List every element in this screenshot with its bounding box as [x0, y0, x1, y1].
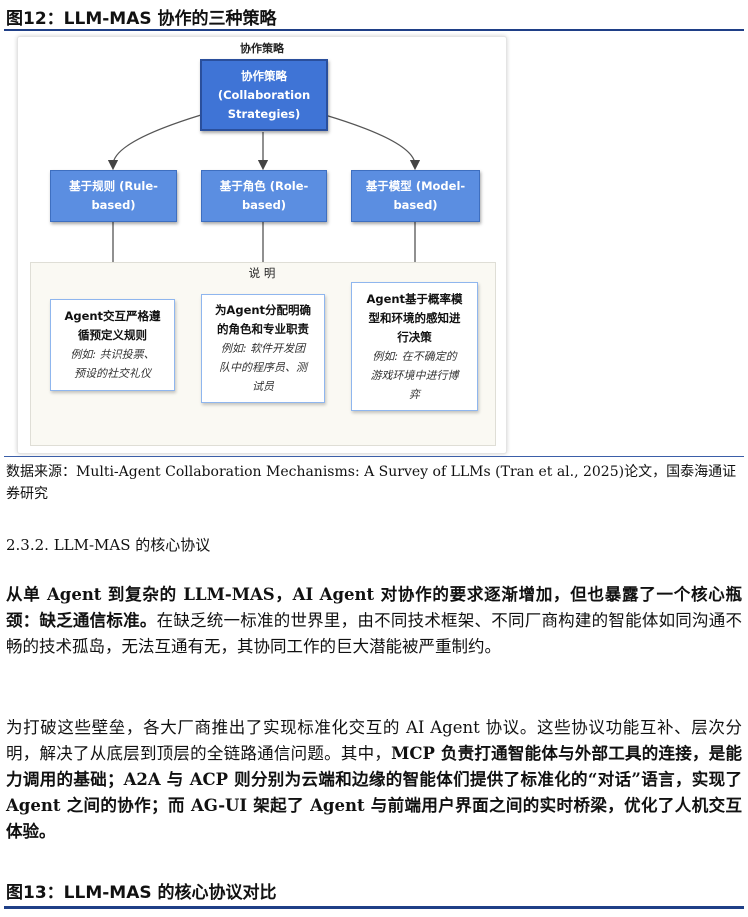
figure-12-bottom-rule: [4, 456, 744, 457]
explanation-label: 说 明: [248, 266, 276, 280]
node-model-line-2: based): [393, 198, 438, 212]
root-line-2: (Collaboration: [217, 87, 311, 102]
connector-root-to-rule: [107, 114, 202, 171]
node-rule-line-2: based): [91, 198, 136, 212]
diagram-connectors: [107, 114, 421, 299]
card-role-title-2: 的角色和专业职责: [217, 322, 309, 336]
card-role-based: 为Agent分配明确 的角色和专业职责 例如: 软件开发团 队中的程序员、测 试…: [201, 294, 325, 403]
card-role-example-2: 队中的程序员、测: [219, 361, 307, 374]
node-role-based: 基于角色 (Role- based): [201, 170, 327, 222]
card-rule-title-2: 循预定义规则: [78, 328, 147, 342]
paragraph-1-bold: 从单 Agent 到复杂的 LLM-MAS，AI Agent 对协作的要求逐渐增…: [6, 585, 742, 630]
figure-13-rule: [4, 906, 744, 909]
card-model-title-2: 型和环境的感知进: [368, 310, 461, 325]
diagram-header: 协作策略: [240, 42, 284, 55]
root-node-collaboration-strategies: 协作策略 (Collaboration Strategies): [200, 59, 328, 131]
paragraph-1: 从单 Agent 到复杂的 LLM-MAS，AI Agent 对协作的要求逐渐增…: [6, 582, 742, 660]
node-rule-line-1: 基于规则 (Rule-: [69, 179, 158, 193]
card-model-title-1: Agent基于概率模: [366, 291, 463, 306]
card-model-example-3: 弈: [409, 387, 420, 401]
card-model-example-2: 游戏环境中进行博: [370, 368, 459, 382]
card-rule-based: Agent交互严格遵 循预定义规则 例如: 共识投票、 预设的社交礼仪: [50, 299, 175, 391]
root-line-3: Strategies): [227, 106, 301, 121]
figure-12-title: 图12：LLM-MAS 协作的三种策略: [6, 9, 277, 29]
card-role-example-1: 例如: 软件开发团: [220, 342, 306, 355]
paragraph-2-text: 为打破这些壁垒，各大厂商推出了实现标准化交互的 AI Agent 协议。这些协议…: [6, 718, 742, 763]
card-rule-title-1: Agent交互严格遵: [64, 309, 161, 323]
card-role-title-1: 为Agent分配明确: [214, 303, 312, 317]
node-role-line-1: 基于角色 (Role-: [219, 179, 309, 193]
card-rule-example-2: 预设的社交礼仪: [74, 367, 151, 380]
card-role-example-3: 试员: [252, 380, 274, 393]
connector-root-to-model: [324, 114, 421, 171]
node-rule-based: 基于规则 (Rule- based): [50, 170, 177, 222]
card-model-title-3: 行决策: [397, 329, 432, 344]
root-line-1: 协作策略: [241, 68, 287, 83]
card-model-based: Agent基于概率模 型和环境的感知进 行决策 例如: 在不确定的 游戏环境中进…: [351, 282, 478, 411]
card-model-example-1: 例如: 在不确定的: [372, 349, 457, 363]
card-rule-example-1: 例如: 共识投票、: [70, 348, 155, 361]
figure-12-source: 数据来源：Multi-Agent Collaboration Mechanism…: [6, 464, 737, 502]
node-model-based: 基于模型 (Model- based): [351, 170, 480, 222]
figure-12-rule: [4, 29, 744, 31]
collaboration-strategies-diagram: 协作策略 协作策略 (Collaboration Strategies) 基于规…: [17, 36, 507, 454]
figure-13-title: 图13：LLM-MAS 的核心协议对比: [6, 883, 277, 903]
section-heading: 2.3.2. LLM-MAS 的核心协议: [6, 536, 211, 554]
paragraph-2-bold: MCP 负责打通智能体与外部工具的连接，是能力调用的基础；A2A 与 ACP 则…: [6, 744, 742, 841]
paragraph-2: 为打破这些壁垒，各大厂商推出了实现标准化交互的 AI Agent 协议。这些协议…: [6, 715, 742, 845]
node-role-line-2: based): [241, 198, 287, 212]
node-model-line-1: 基于模型 (Model-: [365, 179, 466, 193]
paragraph-1-text: 在缺乏统一标准的世界里，由不同技术框架、不同厂商构建的智能体如同沟通不畅的技术孤…: [6, 611, 743, 656]
